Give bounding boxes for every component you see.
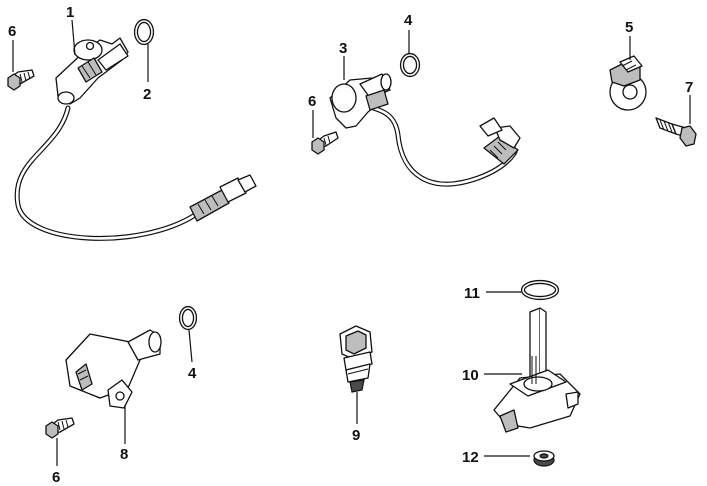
- callout-1: 1: [66, 4, 74, 21]
- leader-lines: [12, 19, 691, 466]
- callout-8: 8: [120, 446, 128, 463]
- callout-9: 9: [352, 427, 360, 444]
- part-3-sensor-body: [329, 73, 392, 129]
- callout-4-bottom: 4: [188, 365, 197, 382]
- part-6-bolt-bottom-left: [45, 417, 75, 439]
- part-5-knock-sensor: [609, 55, 647, 111]
- part-11-o-ring: [520, 279, 560, 301]
- callout-6-top-middle: 6: [308, 93, 316, 110]
- callout-4-top: 4: [404, 12, 413, 29]
- part-4-o-ring-top: [399, 52, 421, 78]
- callout-6-bottom-left: 6: [52, 469, 60, 486]
- callout-2: 2: [143, 86, 151, 103]
- callout-11: 11: [464, 285, 480, 302]
- part-12-grommet: [533, 450, 555, 467]
- part-3-connector: [479, 117, 521, 165]
- part-1-connector: [189, 174, 257, 222]
- callout-10: 10: [462, 367, 479, 384]
- part-6-bolt-top-left: [7, 69, 35, 91]
- callout-12: 12: [462, 449, 479, 466]
- callout-7: 7: [685, 79, 693, 96]
- callout-3: 3: [339, 40, 347, 57]
- part-10-oil-level-sensor: [493, 307, 581, 433]
- part-2-o-ring: [133, 18, 155, 46]
- part-8-sensor: [65, 329, 162, 409]
- part-1-sensor-body: [55, 37, 129, 105]
- callout-numbers: 1 2 6 3 4 6 5 7 4 8 6 9 10 11 12: [8, 4, 693, 486]
- part-6-bolt-top-middle: [311, 131, 339, 155]
- part-3-camshaft-sensor: [329, 73, 521, 187]
- part-4-o-ring-bottom: [178, 305, 198, 331]
- part-7-bolt: [655, 117, 697, 147]
- callout-6-top-left: 6: [8, 23, 16, 40]
- part-1-crankshaft-sensor: [14, 37, 257, 241]
- callout-5: 5: [625, 19, 633, 36]
- part-9-temperature-sensor: [339, 325, 373, 393]
